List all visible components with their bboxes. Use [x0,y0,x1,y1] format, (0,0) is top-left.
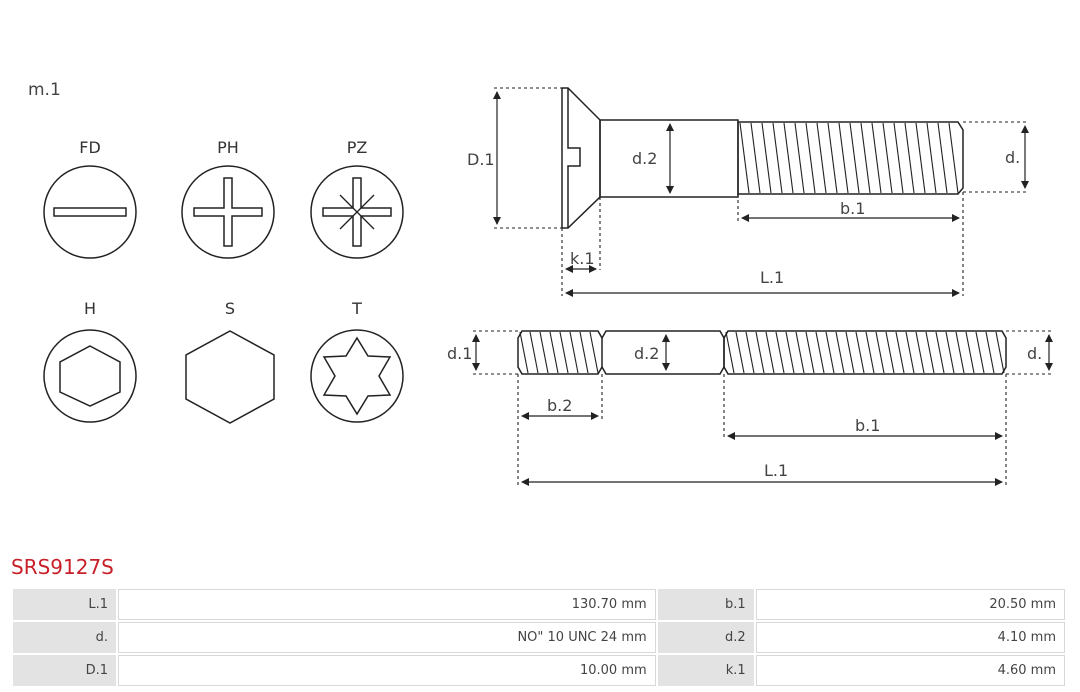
dim-label-d1-2: d.1 [447,344,472,363]
dim-label-L1: L.1 [760,268,784,287]
spec-key: d.2 [657,622,754,653]
head-pz: PZ [310,138,404,259]
spec-value: 4.10 mm [755,622,1065,653]
phillips-cross-icon [193,177,263,247]
hex-socket-icon [59,345,121,407]
dim-label-b1-2: b.1 [855,416,880,435]
spec-key: d. [13,622,116,653]
dim-label-d2-2: d.2 [634,344,659,363]
spec-key: b.1 [657,589,754,620]
dim-label-L1-2: L.1 [764,461,788,480]
head-label-fd: FD [79,138,101,157]
spec-key: k.1 [657,655,754,686]
head-label-h: H [84,299,96,318]
head-h: H [43,299,137,423]
spec-value: 10.00 mm [118,655,656,686]
spec-value: 20.50 mm [755,589,1065,620]
head-label-s: S [225,299,235,318]
part-code: SRS9127S [11,555,114,579]
hex-head-icon [185,330,275,424]
dim-label-d-2: d. [1027,344,1042,363]
table-row: L.1 130.70 mm b.1 20.50 mm [13,589,1065,620]
head-fd: FD [43,138,137,259]
slot-icon [53,207,127,217]
head-t: T [310,299,404,423]
table-row: d. NO" 10 UNC 24 mm d.2 4.10 mm [13,622,1065,653]
table-row: D.1 10.00 mm k.1 4.60 mm [13,655,1065,686]
spec-table: L.1 130.70 mm b.1 20.50 mm d. NO" 10 UNC… [11,587,1067,688]
dim-label-D1: D.1 [467,150,495,169]
material-label: m.1 [28,80,61,100]
spec-key: D.1 [13,655,116,686]
dim-label-d: d. [1005,148,1020,167]
spec-value: NO" 10 UNC 24 mm [118,622,656,653]
dim-label-d2: d.2 [632,149,657,168]
spec-key: L.1 [13,589,116,620]
screw-diagram: m.1 FD PH PZ H S T [28,80,1053,486]
spec-value: 4.60 mm [755,655,1065,686]
screw-2-drawing [517,330,1007,375]
dim-label-b2-2: b.2 [547,396,572,415]
torx-star-icon [322,336,392,416]
head-ph: PH [181,138,275,259]
spec-value: 130.70 mm [118,589,656,620]
dim-label-k1: k.1 [570,249,595,268]
screw-1-drawing [561,87,964,229]
dim-label-b1: b.1 [840,199,865,218]
head-s: S [185,299,275,424]
head-label-pz: PZ [347,138,368,157]
head-label-t: T [351,299,362,318]
head-label-ph: PH [217,138,239,157]
